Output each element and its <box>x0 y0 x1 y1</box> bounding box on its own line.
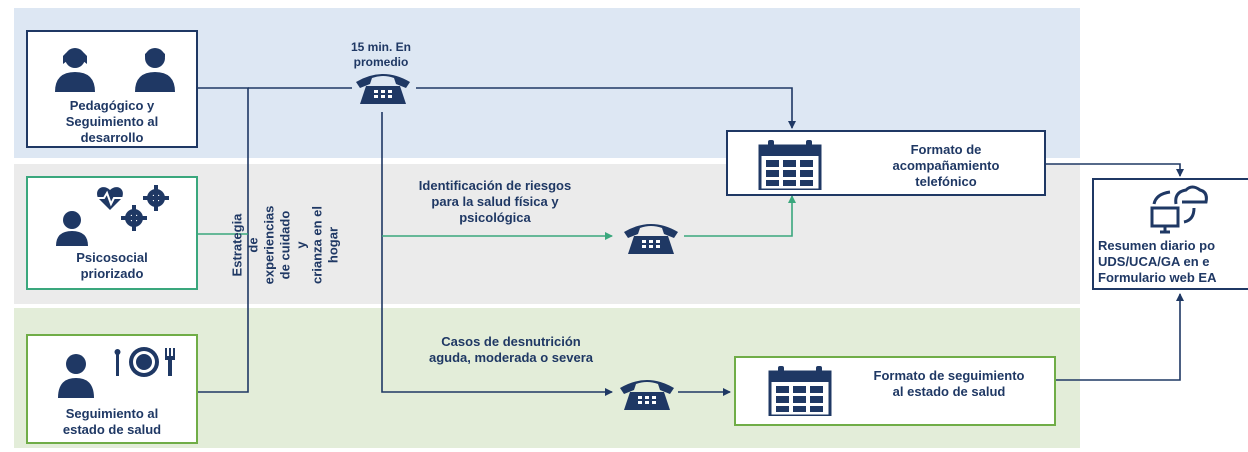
box-salud: Seguimiento al estado de salud <box>26 334 198 444</box>
box-psicosocial: Psicosocial priorizado <box>26 176 198 290</box>
person-heart-gears-icon <box>56 185 169 246</box>
box-formato-acompanamiento-label: Formato de acompañamiento telefónico <box>892 142 1000 189</box>
estrategia-label: Estrategia de experiencias de cuidado y … <box>229 120 340 370</box>
estrategia-label-text: Estrategia de experiencias de cuidado y … <box>229 205 341 285</box>
phone-icon <box>624 224 678 254</box>
phone-icon <box>620 380 674 410</box>
box-formato-acompanamiento: Formato de acompañamiento telefónico <box>726 130 1046 196</box>
two-persons-icon <box>55 48 175 92</box>
desnutricion-label: Casos de desnutrición aguda, moderada o … <box>428 334 593 365</box>
box-resumen: Resumen diario po UDS/UCA/GA en e Formul… <box>1092 178 1248 290</box>
box-formato-seguimiento-label: Formato de seguimiento al estado de salu… <box>873 368 1025 399</box>
riesgos-label: Identificación de riesgos para la salud … <box>418 178 572 225</box>
box-pedagogico: Pedagógico y Seguimiento al desarrollo <box>26 30 198 148</box>
box-formato-seguimiento: Formato de seguimiento al estado de salu… <box>734 356 1056 426</box>
duration-label: 15 min. En promedio <box>350 40 412 69</box>
box-salud-label: Seguimiento al estado de salud <box>62 406 162 437</box>
box-resumen-label: Resumen diario po UDS/UCA/GA en e Formul… <box>1098 238 1217 285</box>
box-pedagogico-label: Pedagógico y Seguimiento al desarrollo <box>65 98 159 145</box>
cloud-computer-icon <box>1150 185 1208 234</box>
box-psicosocial-label: Psicosocial priorizado <box>76 250 148 281</box>
phone-icon <box>356 74 410 104</box>
calendar-icon <box>768 366 832 416</box>
calendar-icon <box>758 140 822 190</box>
person-plate-cutlery-icon <box>58 347 175 398</box>
